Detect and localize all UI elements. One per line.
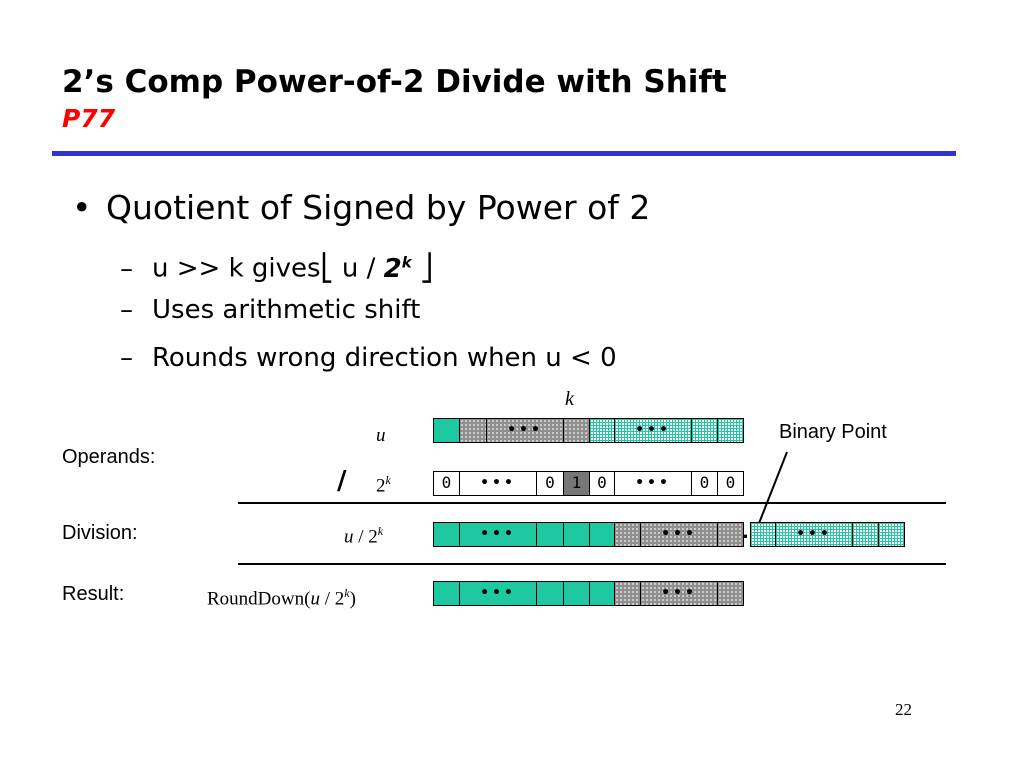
bit-cell-one: 1 bbox=[563, 471, 590, 496]
sub-bullet-rounds-text: Rounds wrong direction when u < 0 bbox=[152, 343, 617, 373]
k-exponent: k bbox=[401, 253, 412, 271]
bit-cell bbox=[536, 581, 564, 606]
bit-cell bbox=[433, 418, 460, 443]
binary-point-label: Binary Point bbox=[779, 421, 887, 443]
dash-marker: – bbox=[120, 253, 133, 284]
division-label: Division: bbox=[62, 522, 138, 544]
binary-point-dot: . bbox=[742, 522, 749, 543]
bit-cell bbox=[563, 522, 590, 547]
dash-marker: – bbox=[120, 343, 133, 373]
k-exponent: k bbox=[344, 586, 350, 600]
sub-bullet-rounds: –Rounds wrong direction when u < 0 bbox=[120, 340, 617, 376]
bit-cell bbox=[459, 418, 487, 443]
bit-cell bbox=[589, 581, 615, 606]
divide-two: / 2 bbox=[319, 588, 345, 610]
bit-cell bbox=[433, 581, 460, 606]
bit-cell: 0 bbox=[691, 471, 718, 496]
fraction-bit-cell bbox=[750, 522, 776, 547]
fraction-bit-cell bbox=[878, 522, 905, 547]
bit-cell bbox=[536, 522, 564, 547]
slide-title: 2’s Comp Power-of-2 Divide with Shift bbox=[62, 64, 727, 100]
rounddown-prefix: RoundDown( bbox=[207, 588, 311, 610]
bit-cell bbox=[717, 581, 744, 606]
bit-ellipsis: ••• bbox=[459, 522, 537, 547]
operands-label: Operands: bbox=[62, 446, 156, 468]
division-expr-rest: / 2 bbox=[353, 526, 378, 548]
bit-cell bbox=[691, 418, 718, 443]
division-expr: u / 2k bbox=[344, 524, 383, 548]
bit-cell bbox=[717, 522, 744, 547]
sub-bullet-shift: –u >> k gives⎣ u / 2k ⎦ bbox=[120, 244, 433, 287]
result-expr: RoundDown(u / 2k) bbox=[207, 586, 356, 610]
divide-sign: / bbox=[337, 466, 347, 496]
bit-ellipsis: ••• bbox=[640, 522, 718, 547]
slide-subtitle: P77 bbox=[62, 104, 116, 133]
sub-bullet-arith-text: Uses arithmetic shift bbox=[152, 295, 421, 325]
bit-cell bbox=[589, 522, 615, 547]
bullet-main-text: Quotient of Signed by Power of 2 bbox=[106, 188, 651, 227]
floor-expr: u / bbox=[341, 253, 376, 284]
bit-ellipsis: ••• bbox=[614, 418, 692, 443]
floor-right-bracket: ⎦ bbox=[419, 253, 433, 284]
bit-cell: 0 bbox=[589, 471, 615, 496]
bit-cell bbox=[563, 418, 590, 443]
operands-underline bbox=[238, 502, 946, 504]
two-power-k: 2k bbox=[383, 253, 412, 284]
sub-bullet-arith: –Uses arithmetic shift bbox=[120, 292, 420, 328]
result-label: Result: bbox=[62, 583, 125, 605]
sub-bullet-shift-text: u >> k gives bbox=[152, 253, 321, 284]
bullet-main: • Quotient of Signed by Power of 2 bbox=[72, 186, 650, 230]
bit-cell bbox=[589, 418, 615, 443]
rounddown-suffix: ) bbox=[349, 588, 356, 610]
bullet-marker: • bbox=[72, 188, 92, 227]
two-k-label: 2k bbox=[376, 473, 391, 497]
fraction-ellipsis: ••• bbox=[775, 522, 853, 547]
division-underline bbox=[238, 563, 946, 565]
bit-cell bbox=[614, 581, 641, 606]
two-base: 2 bbox=[376, 475, 386, 497]
bit-ellipsis: ••• bbox=[459, 581, 537, 606]
bit-cell: 0 bbox=[536, 471, 564, 496]
bit-cell bbox=[614, 522, 641, 547]
page-number: 22 bbox=[895, 700, 912, 719]
bit-ellipsis: ••• bbox=[614, 471, 692, 496]
bit-ellipsis: ••• bbox=[640, 581, 718, 606]
k-label: k bbox=[565, 388, 574, 410]
k-exponent: k bbox=[377, 524, 384, 538]
u-var: u bbox=[310, 588, 320, 610]
bit-cell: 0 bbox=[433, 471, 460, 496]
floor-left-bracket: ⎣ bbox=[320, 253, 334, 284]
bit-cell bbox=[563, 581, 590, 606]
dash-marker: – bbox=[120, 295, 133, 325]
bit-cell bbox=[433, 522, 460, 547]
title-divider bbox=[52, 151, 956, 156]
fraction-bit-cell bbox=[852, 522, 879, 547]
k-exponent: k bbox=[385, 473, 391, 487]
bit-cell: 0 bbox=[717, 471, 744, 496]
bit-cell bbox=[717, 418, 744, 443]
bit-ellipsis: ••• bbox=[486, 418, 564, 443]
two-base: 2 bbox=[383, 253, 402, 284]
u-var: u bbox=[344, 526, 354, 548]
bit-ellipsis: ••• bbox=[459, 471, 537, 496]
u-label: u bbox=[376, 425, 386, 446]
